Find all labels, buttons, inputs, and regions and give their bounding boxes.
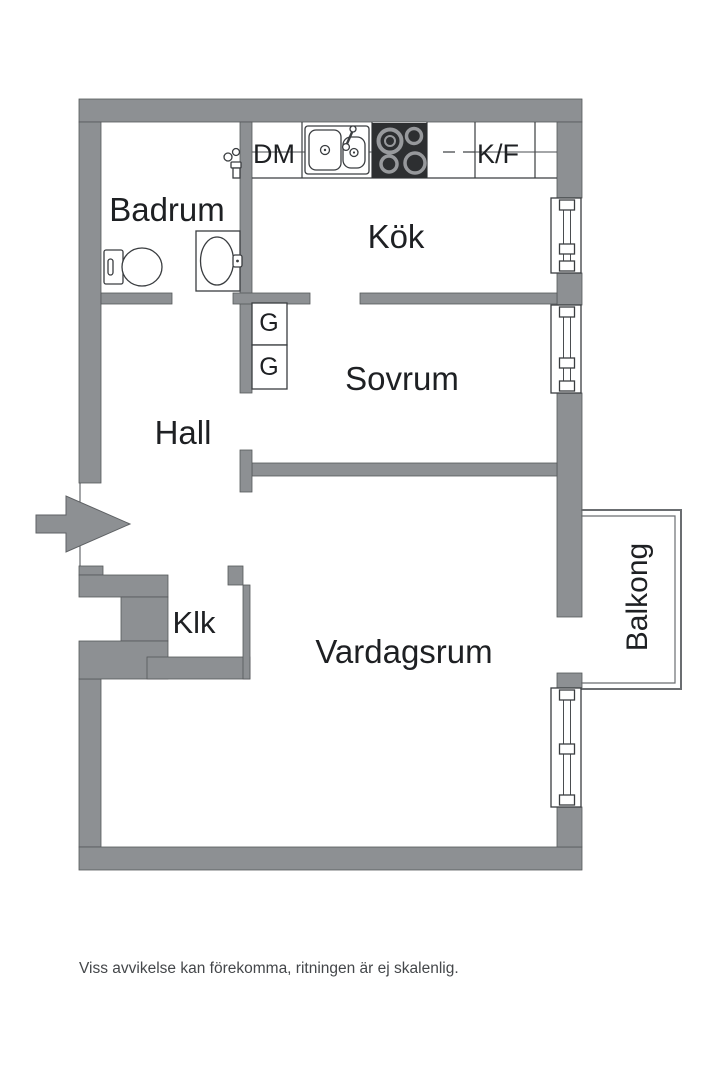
room-label-hall: Hall xyxy=(155,414,212,451)
bathroom-sink-icon xyxy=(195,230,243,292)
room-label-vardagsrum: Vardagsrum xyxy=(315,633,492,670)
room-label-badrum: Badrum xyxy=(109,191,225,228)
wardrobe-boxes xyxy=(251,302,288,390)
wardrobe-label-1: G xyxy=(259,309,278,337)
wardrobe-label-2: G xyxy=(259,353,278,381)
dishwasher-label: DM xyxy=(253,139,295,169)
mixer-tap-icon xyxy=(223,147,242,179)
room-label-kok: Kök xyxy=(368,218,425,255)
room-label-sovrum: Sovrum xyxy=(345,360,459,397)
window-kitchen-icon xyxy=(550,197,582,274)
entrance-arrow-icon xyxy=(35,495,132,553)
disclaimer-text: Viss avvikelse kan förekomma, ritningen … xyxy=(79,960,459,977)
walls xyxy=(78,98,583,871)
stove-icon xyxy=(372,123,427,178)
room-label-klk: Klk xyxy=(172,605,216,640)
window-vardagsrum-icon xyxy=(550,687,582,808)
room-label-balkong: Balkong xyxy=(621,543,654,651)
fridge-freezer-label: K/F xyxy=(477,139,519,169)
window-sovrum-icon xyxy=(550,304,582,394)
kitchen-sink-icon xyxy=(304,125,370,175)
balcony-railing xyxy=(581,509,682,690)
toilet-icon xyxy=(103,247,163,287)
